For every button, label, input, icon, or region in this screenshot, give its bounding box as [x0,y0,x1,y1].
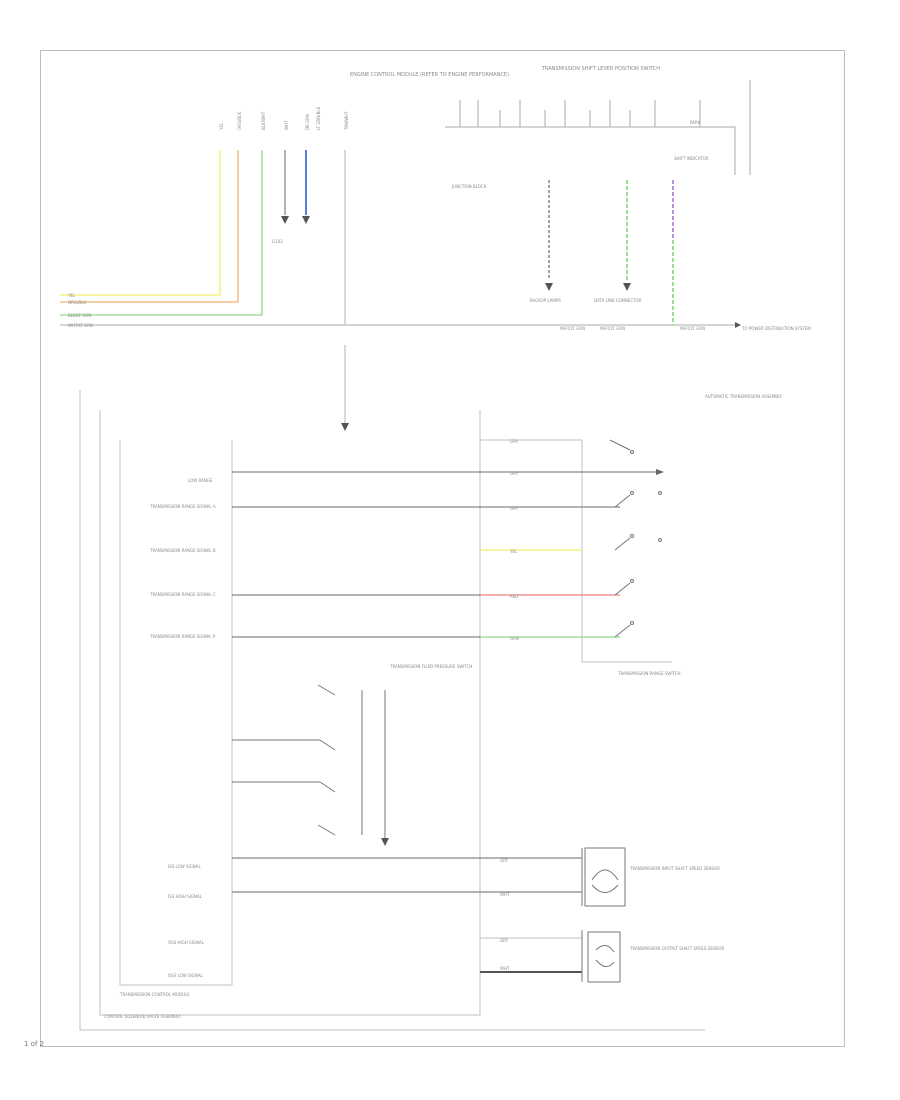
top-right-wires [548,180,674,325]
tcm-inner-outline [119,440,233,986]
sensor-wire-2: GRY [500,938,509,943]
tss-title: TRANSMISSION SHIFT LEVER POSITION SWITCH [541,66,660,72]
junction-label: JUNCTION BLOCK [451,184,487,189]
wire-orange [60,150,239,303]
right-wire-labels: GRY GRY GRY YEL RED GRN [509,439,519,641]
signal-label-3: OSS LOW SIGNAL [168,973,204,978]
pressure-arrow [381,838,389,846]
speed-sensor-lines [232,857,582,973]
top-right-arrows [545,283,631,291]
ground-label-left: G102 [272,239,283,244]
svg-text:WHT: WHT [284,120,289,130]
sensor-wire-3: WHT [500,966,510,971]
tcm-label: TRANSMISSION CONTROL MODULE [119,992,190,997]
ground-arrows [281,216,349,431]
auto-trans-label: AUTOMATIC TRANSMISSION ASSEMBLY [705,394,783,399]
bus-right-2: WHT/LT GRN [680,326,705,331]
bus-label-2: BLK/LT GRN [68,313,91,318]
signal-labels: ISS LOW SIGNAL ISS HIGH SIGNAL OSS HIGH … [168,864,205,978]
input-speed-sensor-label: TRANSMISSION INPUT SHAFT SPEED SENSOR [629,866,720,871]
bus-label-3: WHT/LT GRN [68,323,93,328]
pressure-switch-label: TRANSMISSION FLUID PRESSURE SWITCH [389,664,472,669]
tcm-labels: LOW RANGE TRANSMISSION RANGE SIGNAL A TR… [149,478,216,639]
dlc-label: DATA LINK CONNECTOR [594,298,642,303]
shift-switch-comb [445,80,751,175]
low-range-arrow [656,469,664,475]
right-wire-4: RED [510,594,518,599]
tcm-outer-outline [99,410,481,1016]
wire-yellow [60,150,221,296]
tcm-label-0: LOW RANGE [188,478,213,483]
bus-right-labels: WHT/LT GRN WHT/LT GRN WHT/LT GRN [560,326,705,331]
tcm-label-4: TRANSMISSION RANGE SIGNAL P [149,634,216,639]
top-vertical-labels: YEL ORG/BLK BLK/WHT WHT DK GRN LT GRN/BL… [219,106,349,131]
bus-label-1: ORG/BLK [68,300,86,305]
bus-right-1: WHT/LT GRN [600,326,625,331]
range-switch-outline [581,440,672,663]
svg-text:TAN/WHT: TAN/WHT [344,111,349,131]
svg-text:YEL: YEL [219,122,224,131]
right-wire-5: GRN [510,636,519,641]
right-wire-2: GRY [510,506,519,511]
shift-indicator-label: SHIFT INDICATOR [674,156,709,161]
signal-label-2: OSS HIGH SIGNAL [168,940,205,945]
ecm-ref-label: ENGINE CONTROL MODULE (REFER TO ENGINE P… [350,72,509,78]
output-speed-sensor-label: TRANSMISSION OUTPUT SHAFT SPEED SENSOR [629,946,725,951]
pressure-switch [232,684,386,840]
backup-lamps-label: BACKUP LAMPS [530,298,561,303]
right-wire-3: YEL [509,549,518,554]
right-wire-0: GRY [510,439,519,444]
tcm-label-3: TRANSMISSION RANGE SIGNAL C [149,592,216,597]
top-left-harness [60,150,735,430]
bus-wire-labels: YEL ORG/BLK BLK/LT GRN WHT/LT GRN [67,293,93,328]
control-solenoid-outline [79,390,705,1031]
signal-label-0: ISS LOW SIGNAL [168,864,202,869]
tcm-signal-lines [232,439,660,638]
sensor-wire-0: GRY [500,858,509,863]
module-outlines [79,390,705,1031]
svg-text:BLK/WHT: BLK/WHT [261,111,266,130]
sensor-wire-labels: GRY WHT GRY WHT [500,858,510,971]
control-solenoid-label: CONTROL SOLENOID VALVE ASSEMBLY [104,1014,182,1019]
range-switch-contacts [609,439,662,638]
bus-right-0: WHT/LT GRN [560,326,585,331]
output-speed-sensor [581,930,621,983]
bus-label-0: YEL [67,293,76,298]
signal-label-1: ISS HIGH SIGNAL [168,894,203,899]
to-power-arrow [735,322,741,328]
tcm-label-1: TRANSMISSION RANGE SIGNAL A [149,504,216,509]
svg-text:ORG/BLK: ORG/BLK [237,112,242,130]
diagram-frame [40,50,845,1047]
wire-green [60,150,263,316]
page-number: 1 of 2 [24,1040,45,1048]
tcm-label-2: TRANSMISSION RANGE SIGNAL B [149,548,216,553]
input-speed-sensor [581,847,626,907]
right-wire-1: GRY [510,471,519,476]
park-label: PARK [690,120,701,125]
sensor-wire-1: WHT [500,892,510,897]
range-switch-label: TRANSMISSION RANGE SWITCH [617,671,681,676]
svg-text:DK GRN: DK GRN [305,114,310,130]
to-power-label: TO POWER DISTRIBUTION SYSTEM [741,326,811,331]
svg-text:LT GRN/BLK: LT GRN/BLK [316,106,321,130]
